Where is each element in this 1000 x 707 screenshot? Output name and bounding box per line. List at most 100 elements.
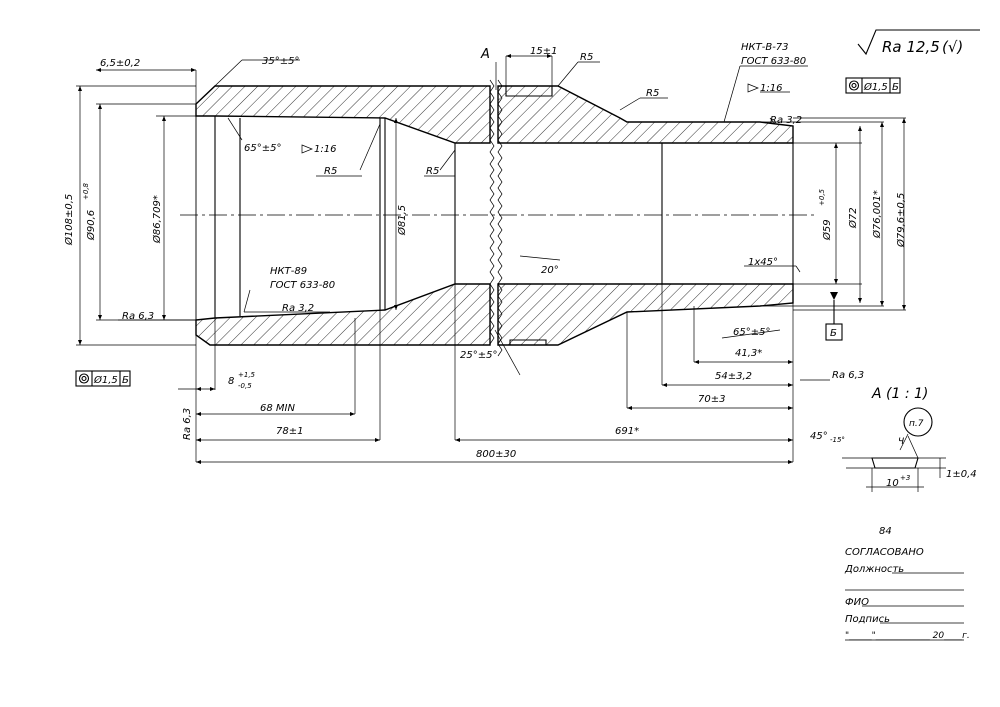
angle-25: 25°±5° bbox=[460, 350, 497, 361]
dim-8-tol-dn: -0,5 bbox=[238, 382, 252, 390]
thread-left-line1: НКТ-89 bbox=[270, 266, 307, 277]
dim-72: Ø72 bbox=[847, 207, 859, 229]
arrowhead bbox=[547, 54, 552, 58]
arrowhead bbox=[78, 340, 82, 345]
dim-6-5: 6,5±0,2 bbox=[100, 58, 140, 69]
dim-59-tol: +0,5 bbox=[818, 188, 826, 206]
chamfer: 1x45° bbox=[748, 257, 778, 268]
dimension-line bbox=[243, 289, 251, 313]
dimension-line bbox=[359, 123, 381, 171]
lower-wall-right bbox=[497, 283, 794, 346]
tolerance-frames bbox=[75, 77, 901, 387]
item-balloon-text: п.7 bbox=[909, 419, 924, 429]
dim-90-6-tol: +0,8 bbox=[82, 182, 90, 200]
break-line bbox=[489, 79, 495, 345]
dim-68: 68 MIN bbox=[260, 403, 295, 414]
approval-name: ФИО bbox=[845, 597, 869, 608]
arrowhead bbox=[210, 387, 215, 391]
dimension-line bbox=[519, 255, 561, 261]
arrowhead bbox=[858, 298, 862, 303]
arrowhead bbox=[627, 406, 632, 410]
detail-45: 45° bbox=[810, 431, 828, 442]
tol-right-datum: Б bbox=[892, 82, 899, 93]
arrowhead bbox=[788, 438, 793, 442]
tol-left-datum: Б bbox=[122, 375, 129, 386]
arrowhead bbox=[788, 406, 793, 410]
approval-heading: СОГЛАСОВАНО bbox=[845, 547, 924, 558]
dim-81-5: Ø81,5 bbox=[396, 205, 408, 236]
arrowhead bbox=[98, 104, 102, 109]
r5-upper: R5 bbox=[646, 88, 659, 99]
arrowhead bbox=[880, 122, 884, 127]
dimension-line bbox=[439, 149, 456, 171]
section-mark: A bbox=[480, 47, 490, 62]
r5-top: R5 bbox=[580, 52, 593, 63]
roughness-symbol bbox=[857, 29, 980, 56]
arrowhead bbox=[834, 279, 838, 284]
approval-signature: Подпись bbox=[845, 614, 890, 625]
arrowhead bbox=[375, 438, 380, 442]
dimension-line bbox=[619, 97, 641, 111]
dim-41-3: 41,3* bbox=[735, 348, 762, 359]
detail-45-tol: -15° bbox=[830, 436, 845, 444]
arrowhead bbox=[880, 301, 884, 306]
arrowhead bbox=[350, 412, 355, 416]
detail-ch: Ч bbox=[898, 437, 904, 447]
item-balloon bbox=[903, 407, 933, 437]
detail-a-view bbox=[842, 407, 946, 492]
r5-left: R5 bbox=[324, 166, 337, 177]
dim-54: 54±3,2 bbox=[715, 371, 752, 382]
arrowhead bbox=[455, 438, 460, 442]
dim-70: 70±3 bbox=[698, 394, 725, 405]
detail-10-tol: +3 bbox=[900, 474, 910, 482]
arrowhead bbox=[394, 305, 398, 310]
dim-90-6: Ø90,6 bbox=[85, 210, 97, 241]
dimension-line bbox=[227, 117, 243, 141]
tol-left-value: Ø1,5 bbox=[93, 374, 118, 386]
arrowhead bbox=[98, 315, 102, 320]
arrowhead bbox=[788, 460, 793, 464]
arrowhead bbox=[694, 360, 699, 364]
dim-76-001: Ø76,001* bbox=[871, 190, 883, 239]
arrowhead bbox=[788, 383, 793, 387]
contours bbox=[180, 79, 815, 357]
arrowhead bbox=[196, 412, 201, 416]
arrowhead bbox=[902, 305, 906, 310]
labels: Ra 12,5 (√) A A (1 : 1) п.7 84 НКТ-В-73 … bbox=[63, 38, 977, 641]
ra63-left: Ra 6,3 bbox=[122, 311, 154, 322]
ra63-vertical: Ra 6,3 bbox=[182, 408, 193, 440]
taper-top: 1:16 bbox=[760, 83, 782, 94]
detail-title: A (1 : 1) bbox=[871, 386, 928, 402]
approval-position: Должность bbox=[844, 564, 904, 575]
dim-691: 691* bbox=[615, 426, 639, 437]
arrowhead bbox=[196, 460, 201, 464]
dim-108: Ø108±0,5 bbox=[63, 194, 75, 246]
angle-65-left: 65°±5° bbox=[244, 143, 281, 154]
arrowhead bbox=[196, 387, 201, 391]
break-line-2 bbox=[497, 79, 503, 357]
dim-800: 800±30 bbox=[476, 449, 516, 460]
section-walls bbox=[195, 85, 794, 346]
dim-59: Ø59 bbox=[821, 219, 833, 241]
arrowhead bbox=[191, 68, 196, 72]
dimension-line bbox=[557, 61, 579, 87]
arrowhead bbox=[662, 383, 667, 387]
r5-mid: R5 bbox=[426, 166, 439, 177]
page-number: 84 bbox=[879, 526, 892, 537]
arrowhead bbox=[788, 360, 793, 364]
dimension-line bbox=[195, 59, 243, 105]
general-roughness: Ra 12,5 bbox=[882, 38, 940, 56]
arrowhead bbox=[394, 118, 398, 123]
dim-79-6: Ø79,6±0,5 bbox=[895, 193, 907, 248]
arrowhead bbox=[196, 438, 201, 442]
arrowhead bbox=[902, 118, 906, 123]
dim-8-tol-up: +1,5 bbox=[238, 371, 256, 379]
ra32-left: Ra 3,2 bbox=[282, 303, 314, 314]
angle-65-right: 65°±5° bbox=[733, 327, 770, 338]
tol-right-value: Ø1,5 bbox=[863, 81, 888, 93]
arrowhead bbox=[506, 54, 511, 58]
arrowhead bbox=[834, 143, 838, 148]
arrowhead bbox=[858, 126, 862, 131]
dim-78: 78±1 bbox=[276, 426, 303, 437]
dimension-line bbox=[494, 329, 521, 376]
